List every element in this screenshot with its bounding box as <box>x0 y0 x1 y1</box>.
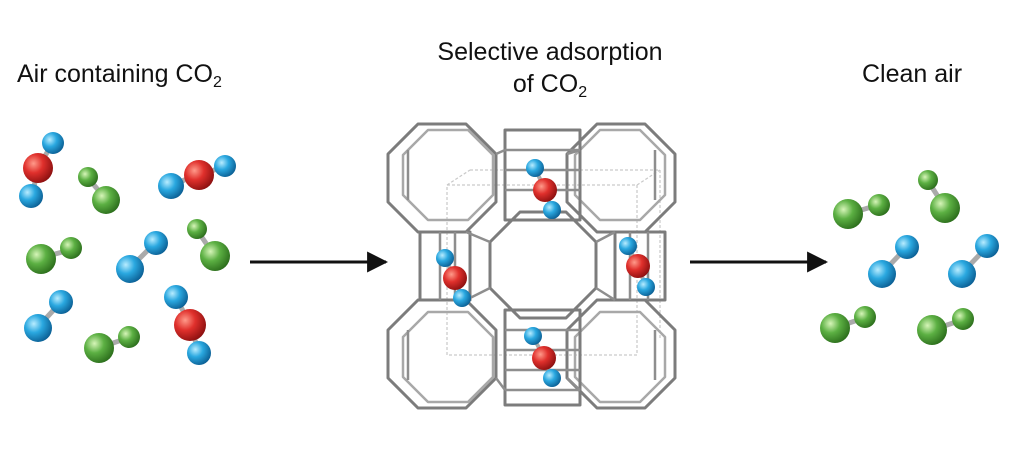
co2-molecule <box>164 285 211 365</box>
input-molecules <box>19 132 236 365</box>
co-molecule <box>868 235 919 288</box>
output-molecules <box>820 170 999 345</box>
n2-molecule <box>78 167 120 214</box>
co2-molecule <box>158 155 236 199</box>
n2-molecule <box>918 170 960 223</box>
adsorbed-molecules <box>436 159 655 387</box>
lattice-struts <box>406 148 657 392</box>
co-molecule <box>24 290 73 342</box>
adsorbed-co2-bottom <box>524 327 561 387</box>
n2-molecule <box>187 219 230 271</box>
process-label-line1: Selective adsorption <box>437 38 663 66</box>
adsorbed-co2-right <box>619 237 655 296</box>
adsorbed-co2-top <box>526 159 561 219</box>
input-label: Air containing CO2 <box>17 60 222 91</box>
process-label: Selective adsorption of CO2 <box>395 36 705 101</box>
n2-molecule <box>26 237 82 274</box>
adsorbed-co2-left <box>436 249 471 307</box>
n2-molecule <box>820 306 876 343</box>
co-molecule <box>948 234 999 288</box>
output-label: Clean air <box>862 60 963 88</box>
n2-molecule <box>917 308 974 345</box>
n2-molecule <box>833 194 890 229</box>
n2-molecule <box>84 326 140 363</box>
co2-molecule <box>19 132 64 208</box>
process-label-line2: of CO2 <box>512 70 588 101</box>
co-molecule <box>116 231 168 283</box>
